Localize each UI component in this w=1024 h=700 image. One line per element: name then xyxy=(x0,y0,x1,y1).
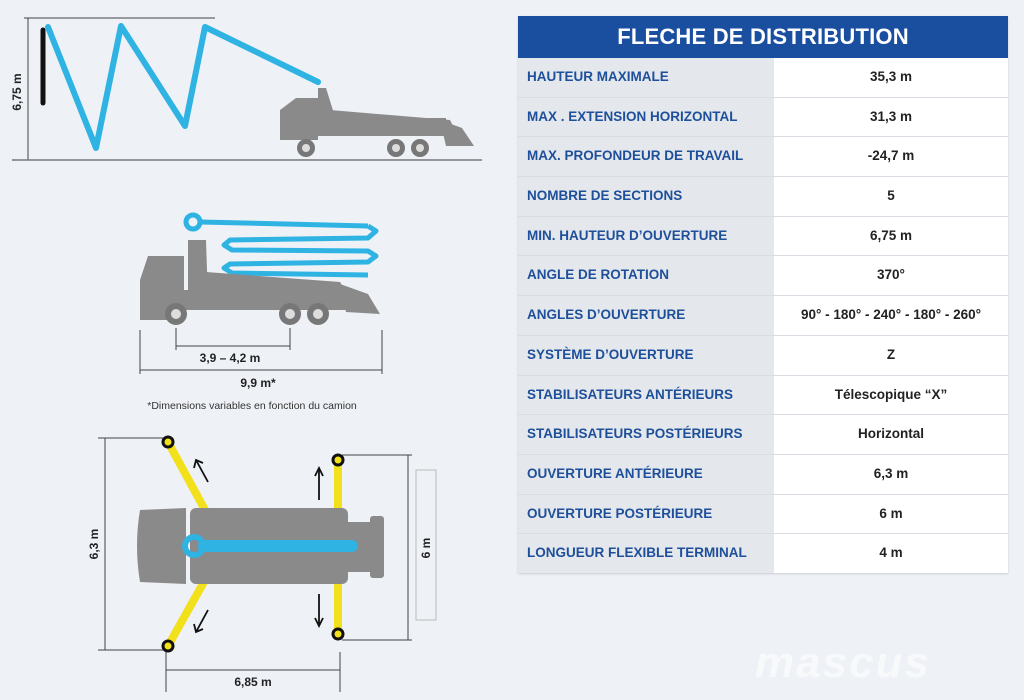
table-row: MIN. HAUTEUR D’OUVERTURE 6,75 m xyxy=(518,215,1008,256)
outrigger-foot xyxy=(331,453,345,467)
front-spread-label: 6,3 m xyxy=(87,529,101,560)
outrigger-top-view: 6,3 m 6 m 6,85 m xyxy=(87,435,437,692)
row-label: ANGLE DE ROTATION xyxy=(518,256,774,296)
row-value: 6,75 m xyxy=(869,227,913,243)
row-label: LONGUEUR FLEXIBLE TERMINAL xyxy=(518,534,774,573)
row-label: NOMBRE DE SECTIONS xyxy=(518,177,774,216)
table-row: STABILISATEURS ANTÉRIEURS Télescopique “X… xyxy=(518,374,1008,415)
row-value: Télescopique “X” xyxy=(834,386,948,402)
spec-table: FLECHE DE DISTRIBUTION HAUTEUR MAXIMALE 3… xyxy=(518,16,1008,573)
table-row: MAX . EXTENSION HORIZONTAL 31,3 m xyxy=(518,96,1008,137)
table-row: ANGLES D’OUVERTURE 90° - 180° - 240° - 18… xyxy=(518,295,1008,335)
row-label: HAUTEUR MAXIMALE xyxy=(518,58,774,97)
row-value: 5 xyxy=(887,188,895,204)
table-row: OUVERTURE POSTÉRIEURE 6 m xyxy=(518,493,1008,534)
row-value: Z xyxy=(886,346,896,362)
wheelbase-label: 3,9 – 4,2 m xyxy=(200,351,261,365)
row-value: 4 m xyxy=(879,545,903,561)
table-row: MAX. PROFONDEUR DE TRAVAIL -24,7 m xyxy=(518,136,1008,177)
row-value: 90° - 180° - 240° - 180° - 260° xyxy=(800,307,982,323)
folded-boom-arms xyxy=(183,212,379,278)
row-label: STABILISATEURS ANTÉRIEURS xyxy=(518,375,774,415)
row-label: MAX. PROFONDEUR DE TRAVAIL xyxy=(518,137,774,177)
table-row: ANGLE DE ROTATION 370° xyxy=(518,255,1008,296)
deploy-arrows xyxy=(193,458,324,634)
table-row: STABILISATEURS POSTÉRIEURS Horizontal xyxy=(518,414,1008,454)
boom-diagrams: 6,75 m xyxy=(10,17,482,692)
table-row: OUVERTURE ANTÉRIEURE 6,3 m xyxy=(518,453,1008,494)
row-label: ANGLES D’OUVERTURE xyxy=(518,296,774,335)
row-label: OUVERTURE ANTÉRIEURE xyxy=(518,454,774,494)
truck-side-large xyxy=(140,240,380,325)
dimensions-note: *Dimensions variables en fonction du cam… xyxy=(147,400,357,412)
row-label: MAX . EXTENSION HORIZONTAL xyxy=(518,97,774,137)
outrigger-foot xyxy=(331,627,345,641)
transport-diagram: 3,9 – 4,2 m 9,9 m* *Dimensions variables… xyxy=(139,212,383,412)
table-row: LONGUEUR FLEXIBLE TERMINAL 4 m xyxy=(518,533,1008,573)
row-value: -24,7 m xyxy=(867,148,915,164)
min-opening-height-diagram: 6,75 m xyxy=(10,17,482,161)
row-value: 35,3 m xyxy=(869,69,913,84)
row-value: 370° xyxy=(877,267,905,283)
row-value: 31,3 m xyxy=(869,108,913,124)
row-value: 6,3 m xyxy=(873,465,909,481)
boom-top xyxy=(182,534,358,558)
table-row: HAUTEUR MAXIMALE 35,3 m xyxy=(518,58,1008,97)
outrigger-legs xyxy=(164,438,342,650)
truck-side-small xyxy=(280,88,474,157)
opening-height-label: 6,75 m xyxy=(10,73,24,110)
table-row: SYSTÈME D’OUVERTURE Z xyxy=(518,334,1008,375)
total-length-label: 9,9 m* xyxy=(240,376,276,390)
outrigger-foot xyxy=(161,435,175,449)
watermark-logo: mascus xyxy=(755,638,931,687)
rear-spread-label: 6 m xyxy=(419,538,433,559)
table-body: HAUTEUR MAXIMALE 35,3 m MAX . EXTENSION H… xyxy=(518,58,1008,573)
outrigger-length-label: 6,85 m xyxy=(234,675,271,689)
row-label: STABILISATEURS POSTÉRIEURS xyxy=(518,415,774,454)
row-label: OUVERTURE POSTÉRIEURE xyxy=(518,494,774,534)
table-title: FLECHE DE DISTRIBUTION xyxy=(518,16,1008,58)
outrigger-foot xyxy=(161,639,175,653)
row-label: MIN. HAUTEUR D’OUVERTURE xyxy=(518,216,774,256)
row-label: SYSTÈME D’OUVERTURE xyxy=(518,335,774,375)
folded-boom xyxy=(45,23,321,151)
row-value: 6 m xyxy=(879,505,903,521)
table-row: NOMBRE DE SECTIONS 5 xyxy=(518,176,1008,216)
row-value: Horizontal xyxy=(858,426,924,442)
